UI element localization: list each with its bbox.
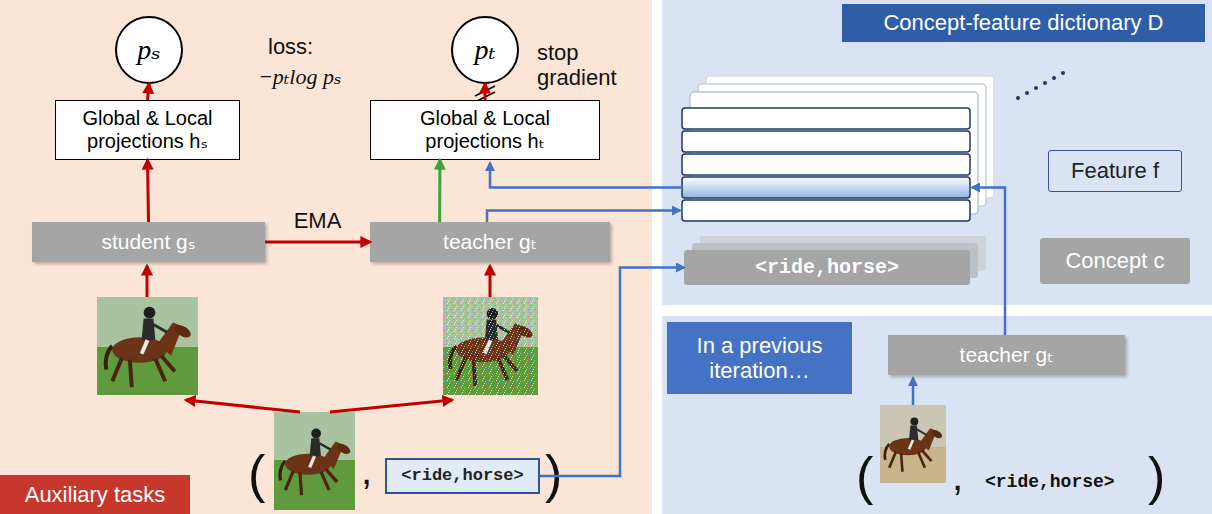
connector-arrow <box>148 84 150 100</box>
node-text: <ride,horse> <box>755 256 899 279</box>
connector-arrow <box>484 84 487 100</box>
stop-gradient-note: stop gradient <box>537 40 632 91</box>
node-text: Global & Local projections hₜ <box>379 107 591 153</box>
node-text: Feature f <box>1071 158 1159 183</box>
feature-row <box>682 154 970 175</box>
output-circle: pₛ <box>115 16 183 84</box>
node-text: Concept c <box>1065 248 1164 273</box>
network-box: teacher gₜ <box>370 222 610 262</box>
node-text: student gₛ <box>101 230 195 254</box>
network-box: teacher gₜ <box>888 335 1125 375</box>
projection-box: Global & Local projections hₛ <box>55 100 240 160</box>
ellipsis-dot <box>1034 86 1038 90</box>
tuple-comma: , <box>361 450 372 490</box>
previous-iteration-panel <box>662 316 1212 514</box>
input-arrow <box>489 266 492 297</box>
stop-gradient-mark <box>475 86 495 96</box>
legend-box: Concept c <box>1040 238 1190 284</box>
node-text: Global & Local projections hₛ <box>64 107 231 153</box>
auxiliary-panel <box>0 0 652 514</box>
node-text: pₜ <box>475 34 496 66</box>
ellipsis-dot <box>1043 81 1047 85</box>
connector-arrow <box>438 160 441 222</box>
concept-label-box: <ride,horse> <box>385 458 540 494</box>
connector-arrow <box>265 241 370 244</box>
concept-box: <ride,horse> <box>684 250 970 285</box>
tuple-paren: ( <box>248 448 265 500</box>
input-arrow <box>146 266 149 297</box>
store-arrow <box>972 188 1005 336</box>
output-circle: pₜ <box>451 16 519 84</box>
store-arrow <box>487 211 680 223</box>
panel-title: Concept-feature dictionary D <box>842 4 1205 42</box>
panel-title: In a previous iteration… <box>667 322 852 394</box>
dictionary-panel <box>662 0 1212 305</box>
connector-arrow <box>148 160 149 222</box>
ellipsis-dot <box>1052 76 1056 80</box>
ellipsis-dot <box>1061 71 1065 75</box>
loss-formula: −pₜlog pₛ <box>258 64 341 89</box>
horse-photo <box>280 429 352 495</box>
node-text: pₛ <box>137 34 160 66</box>
node-text: Auxiliary tasks <box>25 482 166 507</box>
horse-photo <box>885 418 944 472</box>
node-text: <ride,horse> <box>401 466 523 486</box>
tuple-comma: , <box>952 456 963 496</box>
tuple-paren: ) <box>545 448 562 500</box>
node-text: In a previous iteration… <box>677 333 842 384</box>
legend-box: Feature f <box>1048 150 1182 192</box>
feature-row <box>682 108 970 129</box>
node-text: teacher gₜ <box>443 230 537 254</box>
projection-box: Global & Local projections hₜ <box>370 100 600 160</box>
augment-arrow <box>186 400 300 412</box>
lookup-arrow <box>490 163 682 188</box>
feature-row <box>682 200 970 221</box>
feature-row <box>682 131 970 152</box>
ellipsis-dot <box>1016 96 1020 100</box>
tuple-paren: ) <box>1148 450 1165 502</box>
node-text: Concept-feature dictionary D <box>883 10 1163 35</box>
edge-label: EMA <box>294 208 342 234</box>
input-arrow <box>912 378 915 405</box>
photo-noise <box>443 297 538 395</box>
horse-photo <box>106 307 193 387</box>
feature-row-highlighted <box>682 177 970 198</box>
node-text: teacher gₜ <box>960 343 1054 367</box>
network-box: student gₛ <box>32 222 265 262</box>
augment-arrow <box>330 400 452 412</box>
tuple-paren: ( <box>856 450 873 502</box>
connector-arrow <box>540 268 684 477</box>
loss-label: loss: <box>268 34 313 59</box>
ellipsis-dot <box>1025 91 1029 95</box>
concept-text: <ride,horse> <box>985 472 1115 493</box>
panel-title: Auxiliary tasks <box>0 475 190 514</box>
